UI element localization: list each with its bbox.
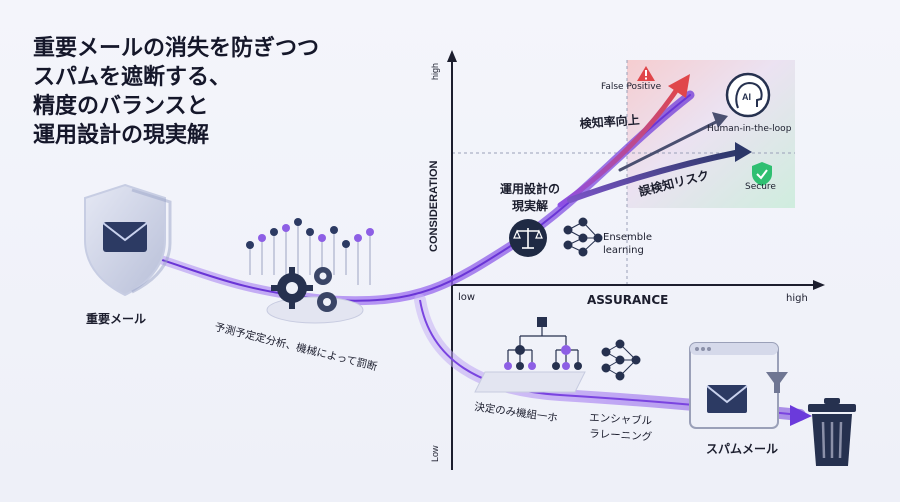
- spam-flow-arrowhead: [790, 405, 812, 426]
- shield-mail-icon: [84, 183, 172, 297]
- ops-design-label: 運用設計の 現実解: [495, 180, 565, 214]
- ensemble-en-line-1: Ensemble: [603, 232, 653, 243]
- important-mail-label: 重要メール: [86, 312, 147, 326]
- ensemble-network-icon: [563, 217, 603, 257]
- secure-check-icon: [752, 162, 772, 186]
- ops-design-line-1: 運用設計の: [499, 182, 560, 196]
- misdetect-arrow: [567, 149, 743, 203]
- signal-dots-icon: [246, 218, 374, 285]
- y-axis-low-label: Low: [430, 445, 440, 462]
- secure-label: Secure: [745, 182, 776, 192]
- y-axis-label: CONSIDERATION: [428, 160, 440, 252]
- detect-up-label: 検知率向上: [579, 112, 640, 131]
- title-line-1: 重要メールの消失を防ぎつつ: [33, 36, 320, 61]
- gear-platform-icon: [266, 267, 364, 324]
- ai-badge: AI: [742, 92, 751, 102]
- ensemble-learning-label: Ensemble learning: [603, 231, 652, 257]
- warning-icon: [637, 66, 655, 81]
- y-axis-high-label: high: [430, 63, 440, 80]
- false-positive-arrow: [557, 82, 683, 208]
- misdetect-arrowhead: [735, 142, 752, 162]
- false-positive-arrowhead: [668, 74, 690, 98]
- false-positive-label: False Positive: [601, 82, 662, 92]
- title-line-3: 精度のバランスと: [33, 94, 209, 119]
- x-axis-arrowhead: [813, 280, 825, 290]
- spam-mail-label: スパムメール: [706, 442, 779, 456]
- page-title: 重要メールの消失を防ぎつつ スパムを遮断する、 精度のバランスと 運用設計の現実…: [33, 34, 319, 150]
- trash-can-icon: [808, 398, 856, 466]
- ensemble-network-bottom-icon: [601, 339, 641, 381]
- ops-design-line-2: 現実解: [511, 199, 548, 213]
- x-axis-high-label: high: [786, 293, 808, 304]
- human-loop-arrow: [618, 118, 722, 172]
- filter-funnel-icon: [766, 372, 788, 393]
- title-line-4: 運用設計の現実解: [33, 123, 210, 148]
- prediction-path-label: 予測予定定分析、機械によって罰断: [213, 320, 379, 373]
- decision-path-label: 決定のみ機組一ホ: [474, 400, 559, 425]
- balance-scale-icon: [509, 219, 547, 257]
- ensemble-en-line-2: learning: [603, 245, 644, 256]
- spam-window-icon: [689, 342, 779, 429]
- title-line-2: スパムを遮断する、: [33, 65, 232, 90]
- decision-tree-icon: [474, 317, 586, 393]
- x-axis-label: ASSURANCE: [587, 293, 669, 307]
- ensemble-jp-line-2: ラレーニング: [589, 427, 653, 443]
- human-loop-label: Human-in-the-loop: [707, 124, 792, 134]
- ensemble-jp-line-1: エンシャブル: [589, 411, 653, 427]
- human-loop-arrowhead: [712, 112, 728, 128]
- ai-brain-icon: [725, 72, 771, 118]
- x-axis-low-label: low: [458, 292, 476, 303]
- y-axis-arrowhead: [447, 50, 457, 62]
